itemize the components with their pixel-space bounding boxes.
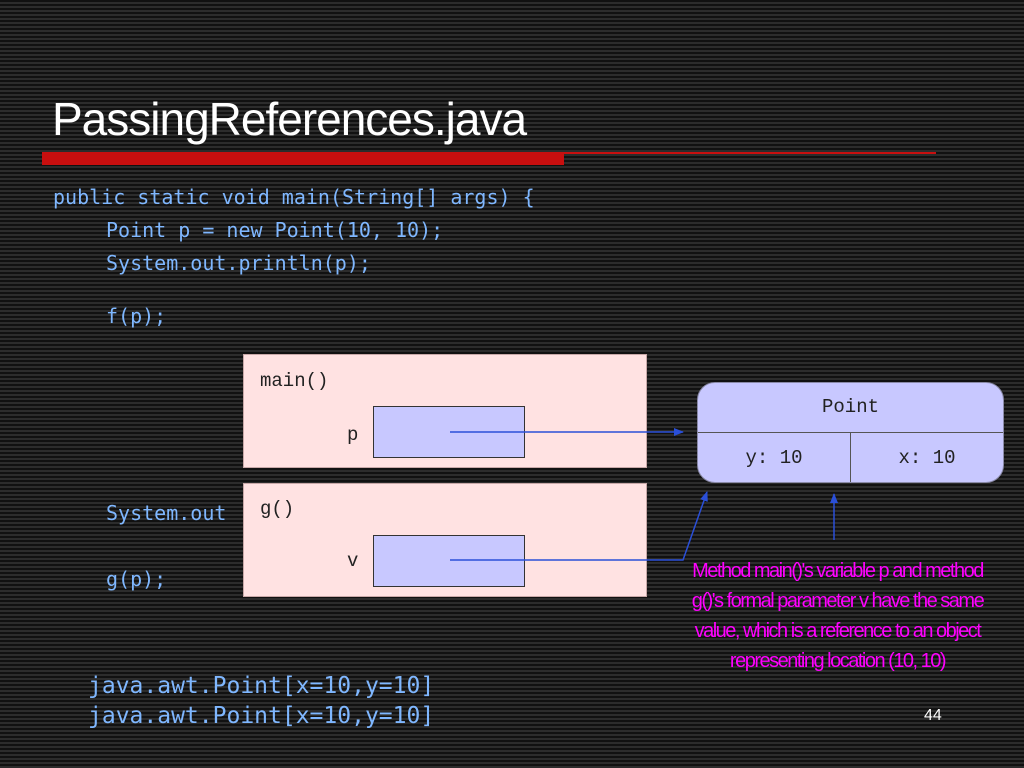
point-field-x: x: 10: [898, 447, 956, 469]
code-line-f-call: f(p);: [106, 304, 167, 328]
code-line-point-declaration: Point p = new Point(10, 10);: [106, 218, 444, 242]
title-underline-bar: [42, 152, 564, 165]
output-line-1: java.awt.Point[x=10,y=10]: [88, 673, 435, 699]
main-variable-label: p: [347, 424, 359, 446]
output-line-2: java.awt.Point[x=10,y=10]: [88, 703, 435, 729]
point-divider-vertical: [850, 433, 851, 482]
slide-title: PassingReferences.java: [52, 93, 527, 145]
code-line-system-out-partial: System.out: [106, 501, 227, 525]
point-class-name: Point: [821, 396, 879, 418]
point-field-y: y: 10: [745, 447, 803, 469]
g-variable-label: v: [347, 550, 359, 572]
code-line-println: System.out.println(p);: [106, 251, 371, 275]
code-line-g-call: g(p);: [106, 567, 167, 591]
point-divider-horizontal: [698, 432, 1003, 433]
code-line-main-signature: public static void main(String[] args) {: [53, 185, 535, 209]
slide-number: 44: [924, 707, 942, 724]
main-frame-label: main(): [260, 370, 329, 392]
annotation-caption: Method main()'s variable p and method g(…: [691, 560, 985, 672]
point-object: Point y: 10 x: 10: [697, 382, 1004, 483]
g-frame-label: g(): [260, 498, 295, 520]
g-variable-reference-box: [373, 535, 525, 587]
title-underline-line: [564, 152, 936, 154]
g-reference-arrow: [450, 491, 708, 561]
